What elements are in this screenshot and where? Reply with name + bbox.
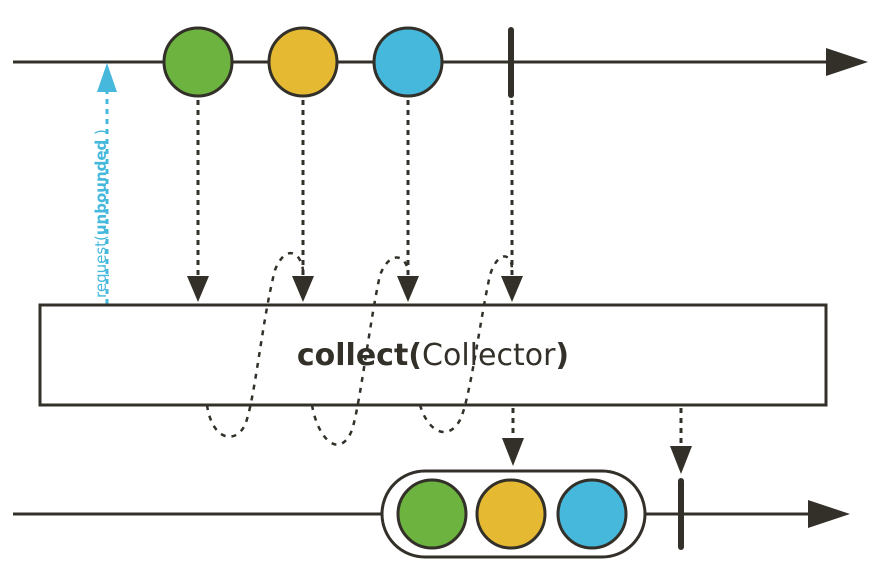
input-arrowhead: [501, 276, 523, 302]
source-timeline-arrowhead: [826, 48, 868, 76]
source-marble-yellow: [267, 26, 339, 98]
request-label: request(unbounded ): [92, 129, 110, 298]
source-marble-blue: [372, 26, 444, 98]
result-marble-green: [396, 478, 468, 550]
operator-argument: Collector: [422, 337, 556, 373]
operator-box: [38, 303, 828, 407]
operator-name: collect(: [296, 337, 423, 373]
complete-arrowhead: [670, 446, 692, 474]
request-suffix: ): [92, 129, 110, 140]
input-arrowhead: [187, 276, 209, 302]
operator-close: ): [555, 337, 570, 373]
result-marble-blue: [556, 478, 628, 550]
result-timeline-arrowhead: [808, 500, 850, 528]
input-arrowhead: [397, 276, 419, 302]
accumulation-paths: [205, 251, 514, 446]
output-arrowhead: [502, 438, 524, 466]
request-prefix: request(: [92, 235, 110, 298]
accumulation-curve: [205, 251, 305, 438]
operator-label: collect(Collector ): [40, 305, 826, 405]
request-arrowhead: [97, 63, 117, 92]
result-marble-yellow: [475, 478, 547, 550]
source-marble-green: [162, 26, 234, 98]
accumulation-curve: [418, 255, 514, 434]
input-arrows: [187, 100, 523, 302]
input-arrowhead: [292, 276, 314, 302]
request-amount: unbounded: [92, 139, 110, 236]
